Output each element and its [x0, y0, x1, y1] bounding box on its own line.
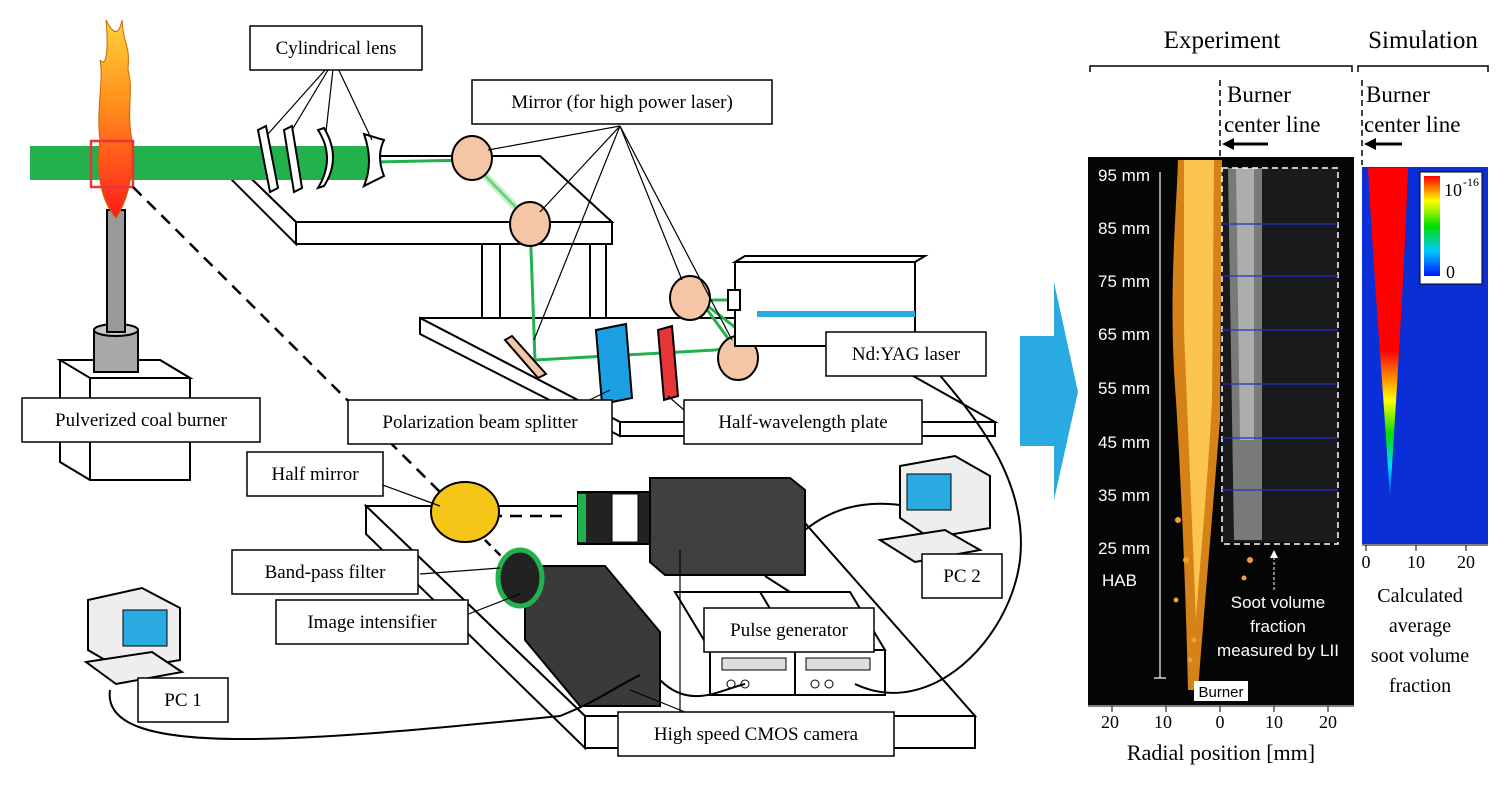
- lii-note: Soot volume fraction measured by LII: [1217, 593, 1339, 660]
- intensifier-camera: [495, 547, 661, 707]
- label-pulse-generator: Pulse generator: [703, 607, 875, 653]
- svg-text:measured by LII: measured by LII: [1217, 641, 1339, 660]
- sim-centerline-label-2: center line: [1364, 112, 1460, 137]
- svg-text:20: 20: [1101, 712, 1119, 732]
- svg-text:average: average: [1389, 615, 1451, 637]
- svg-text:Polarization beam splitter: Polarization beam splitter: [382, 412, 578, 433]
- svg-text:10: 10: [1154, 712, 1172, 732]
- label-pc1: PC 1: [137, 677, 229, 723]
- pbs-plate: [594, 322, 634, 406]
- svg-text:Half mirror: Half mirror: [271, 464, 359, 485]
- svg-text:Pulverized coal burner: Pulverized coal burner: [55, 410, 228, 431]
- cylindrical-lenses: [256, 124, 386, 194]
- svg-text:45 mm: 45 mm: [1098, 433, 1150, 452]
- svg-text:fraction: fraction: [1389, 675, 1451, 697]
- experiment-header: Experiment: [1164, 27, 1281, 54]
- pc2-computer: [877, 454, 991, 564]
- label-cylindrical-lens: Cylindrical lens: [249, 25, 423, 71]
- flame: [98, 19, 133, 219]
- svg-text:20: 20: [1319, 712, 1337, 732]
- svg-text:HAB: HAB: [1102, 571, 1137, 590]
- label-laser: Nd:YAG laser: [825, 331, 987, 377]
- svg-text:soot volume: soot volume: [1371, 645, 1469, 667]
- svg-text:-16: -16: [1463, 175, 1479, 189]
- svg-text:25 mm: 25 mm: [1098, 539, 1150, 558]
- simulation-bracket: [1357, 65, 1489, 72]
- label-intensifier: Image intensifier: [275, 599, 469, 645]
- x-axis-title: Radial position [mm]: [1127, 740, 1315, 765]
- svg-text:10: 10: [1265, 712, 1283, 732]
- burner-tag: [1194, 681, 1248, 701]
- upper-table: [225, 153, 615, 327]
- svg-text:55 mm: 55 mm: [1098, 379, 1150, 398]
- svg-text:PC 2: PC 2: [943, 566, 981, 587]
- svg-text:Band-pass filter: Band-pass filter: [265, 562, 387, 583]
- svg-text:95 mm: 95 mm: [1098, 166, 1150, 185]
- measurement-region: [89, 139, 135, 189]
- hab-ticks: 95 mm 85 mm 75 mm 65 mm 55 mm 45 mm 35 m…: [1098, 166, 1150, 590]
- svg-text:Burner: Burner: [1198, 684, 1243, 701]
- svg-text:Half-wavelength plate: Half-wavelength plate: [718, 412, 887, 433]
- svg-text:0: 0: [1216, 712, 1225, 732]
- mirrors: [451, 135, 759, 381]
- svg-text:Mirror (for high power laser): Mirror (for high power laser): [511, 92, 733, 113]
- x-axis: 20 10 0 10 20 0 10 20 Radial position [m…: [1088, 544, 1488, 765]
- half-mirror: [430, 481, 500, 543]
- svg-text:Cylindrical lens: Cylindrical lens: [276, 38, 397, 59]
- transition-arrow: [1020, 282, 1078, 500]
- label-bandpass: Band-pass filter: [231, 549, 419, 595]
- svg-text:Nd:YAG laser: Nd:YAG laser: [852, 344, 961, 365]
- sim-centerline-label-1: Burner: [1366, 82, 1430, 107]
- svg-text:Soot volume: Soot volume: [1231, 593, 1326, 612]
- exp-centerline-label-2: center line: [1224, 112, 1320, 137]
- sightline: [132, 186, 449, 501]
- cmos-camera: [577, 477, 806, 576]
- label-camera: High speed CMOS camera: [617, 711, 895, 757]
- svg-text:Image intensifier: Image intensifier: [307, 612, 437, 633]
- simulation-header: Simulation: [1368, 27, 1478, 54]
- experiment-bracket: [1089, 65, 1353, 72]
- label-half-mirror: Half mirror: [246, 451, 384, 497]
- svg-text:35 mm: 35 mm: [1098, 486, 1150, 505]
- svg-text:Calculated: Calculated: [1377, 585, 1463, 607]
- pc1-computer: [83, 586, 185, 686]
- svg-text:0: 0: [1362, 552, 1371, 572]
- experiment-image: Burner: [1088, 157, 1354, 705]
- label-pc2: PC 2: [921, 553, 1003, 599]
- svg-text:10: 10: [1444, 180, 1462, 200]
- svg-text:fraction: fraction: [1250, 617, 1306, 636]
- calc-note: Calculated average soot volume fraction: [1371, 585, 1469, 697]
- sim-centerline-arrow: [1364, 138, 1376, 150]
- label-burner: Pulverized coal burner: [21, 397, 261, 443]
- svg-text:10: 10: [1407, 552, 1425, 572]
- svg-text:Pulse generator: Pulse generator: [730, 620, 848, 641]
- colorbar: [1424, 176, 1440, 276]
- label-mirror: Mirror (for high power laser): [471, 79, 773, 125]
- exp-centerline-label-1: Burner: [1227, 82, 1291, 107]
- label-half-wave: Half-wavelength plate: [683, 399, 923, 445]
- svg-text:High speed CMOS camera: High speed CMOS camera: [654, 724, 859, 745]
- label-pbs: Polarization beam splitter: [347, 399, 613, 445]
- svg-text:0: 0: [1446, 262, 1455, 282]
- leader-lines: [267, 59, 733, 715]
- half-wave-plate: [656, 324, 680, 402]
- exp-centerline-arrow: [1222, 138, 1234, 150]
- svg-text:20: 20: [1457, 552, 1475, 572]
- svg-text:65 mm: 65 mm: [1098, 325, 1150, 344]
- svg-text:75 mm: 75 mm: [1098, 272, 1150, 291]
- svg-text:85 mm: 85 mm: [1098, 219, 1150, 238]
- svg-text:PC 1: PC 1: [164, 690, 202, 711]
- simulation-image: 10 -16 0: [1362, 167, 1488, 544]
